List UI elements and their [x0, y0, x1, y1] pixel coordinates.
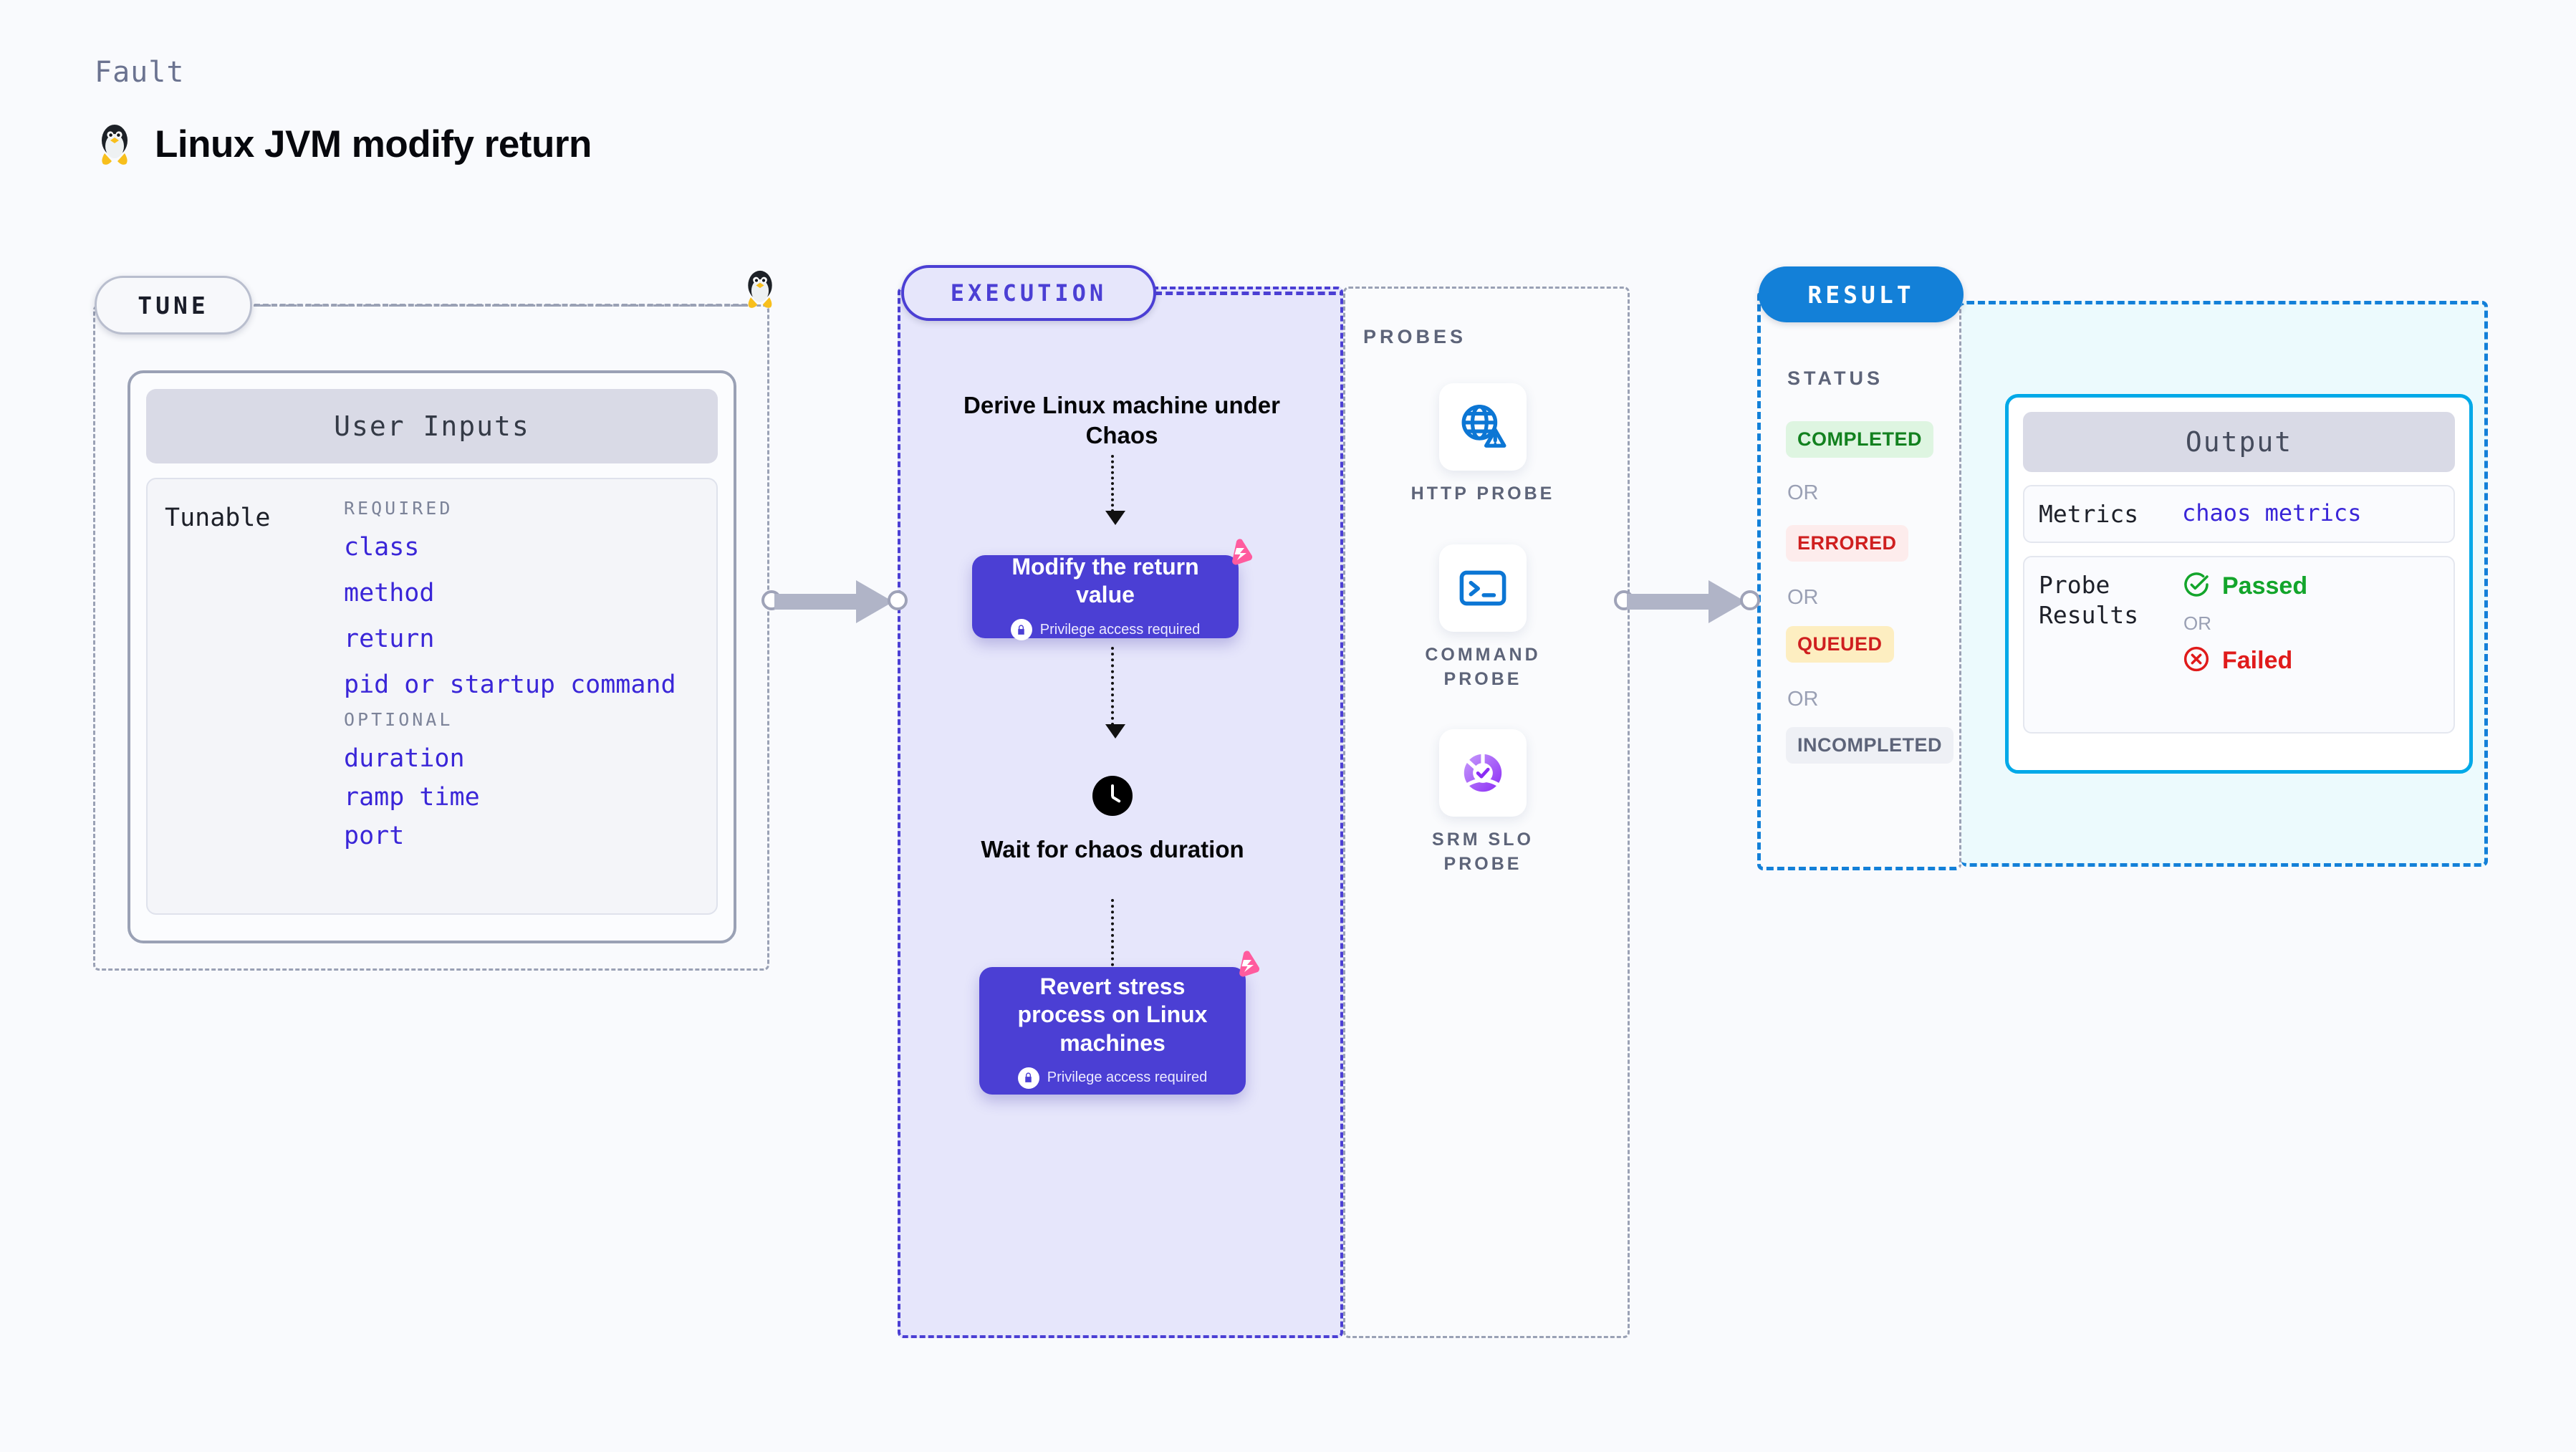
privilege-note-text: Privilege access required: [1039, 621, 1201, 638]
tunable-item-return[interactable]: return: [344, 625, 435, 653]
status-badge-queued: QUEUED: [1786, 626, 1894, 663]
connector-arrowhead: [856, 580, 893, 623]
tunable-item-duration[interactable]: duration: [344, 744, 465, 773]
x-circle-icon: [2182, 645, 2211, 677]
privilege-note: Privilege access required: [1010, 619, 1201, 641]
fault-kicker: Fault: [95, 56, 185, 89]
tunable-item-method[interactable]: method: [344, 579, 435, 607]
privilege-note-text: Privilege access required: [1047, 1069, 1208, 1086]
harness-pink-icon: [1223, 537, 1256, 573]
probe-label: COMMAND PROBE: [1425, 645, 1541, 689]
execution-wait-title: Wait for chaos duration: [981, 836, 1244, 862]
harness-pink-icon: [1230, 948, 1263, 985]
execution-action-modify-return-value[interactable]: Modify the return value Privilege access…: [972, 539, 1253, 641]
tunable-item-pid-or-startup-command[interactable]: pid or startup command: [344, 670, 676, 699]
connector-end-dot: [888, 590, 908, 610]
result-pill-label: RESULT: [1807, 280, 1915, 309]
connector-shaft: [774, 594, 860, 610]
lock-icon: [1017, 1067, 1039, 1089]
user-inputs-title: User Inputs: [146, 389, 718, 463]
execution-step-derive-title: Derive Linux machine under Chaos: [963, 392, 1280, 449]
connector-shaft: [1627, 594, 1713, 610]
status-badge-completed: COMPLETED: [1786, 421, 1934, 458]
status-or-2: OR: [1787, 586, 1819, 609]
probe-command[interactable]: COMMAND PROBE: [1397, 544, 1569, 692]
globe-alert-icon: [1439, 383, 1527, 471]
probes-section-label: PROBES: [1363, 326, 1467, 347]
page-title: Linux JVM modify return: [95, 120, 592, 168]
execution-guide-line: [1155, 292, 1347, 295]
tunable-list: REQUIRED class method return pid or star…: [344, 498, 709, 913]
status-or-3: OR: [1787, 688, 1819, 711]
probe-http[interactable]: HTTP PROBE: [1397, 383, 1569, 506]
probe-results-values: Passed OR Failed: [2182, 570, 2307, 719]
tune-pill-label: TUNE: [138, 291, 209, 319]
connector-execution-to-result: [1614, 573, 1768, 630]
passed-label: Passed: [2222, 572, 2308, 600]
tunable-item-ramp-time[interactable]: ramp time: [344, 783, 480, 812]
required-group-heading: REQUIRED: [344, 498, 453, 519]
optional-group-heading: OPTIONAL: [344, 709, 453, 730]
connector-arrowhead: [1708, 580, 1746, 623]
metrics-value[interactable]: chaos metrics: [2182, 499, 2362, 527]
tune-guide-line: [254, 304, 756, 307]
user-inputs-card: User Inputs Tunable REQUIRED class metho…: [128, 370, 736, 943]
status-label: STATUS: [1787, 367, 1883, 389]
linux-tux-icon-marker: [741, 266, 779, 314]
probe-label: SRM SLO PROBE: [1432, 830, 1534, 874]
probe-srm-slo[interactable]: SRM SLO PROBE: [1397, 729, 1569, 877]
result-stage-pill[interactable]: RESULT: [1759, 266, 1964, 322]
failed-label: Failed: [2222, 647, 2293, 675]
status-or-1: OR: [1787, 481, 1819, 504]
flow-arrow-2: [1105, 647, 1125, 739]
execution-stage-pill[interactable]: EXECUTION: [901, 265, 1156, 321]
terminal-icon: [1439, 544, 1527, 632]
tunable-panel: Tunable REQUIRED class method return pid…: [146, 478, 718, 915]
clock-icon: [1092, 776, 1133, 816]
execution-pill-label: EXECUTION: [950, 279, 1107, 307]
linux-tux-icon: [95, 120, 135, 168]
execution-action-revert-stress[interactable]: Revert stress process on Linux machines …: [979, 951, 1260, 1095]
check-circle-icon: [2182, 570, 2211, 602]
status-badge-incompleted: INCOMPLETED: [1786, 727, 1954, 764]
result-section: [1757, 290, 1961, 870]
tunable-item-port[interactable]: port: [344, 822, 405, 850]
probe-results-key: Probe Results: [2039, 571, 2139, 629]
tune-stage-pill[interactable]: TUNE: [95, 276, 252, 335]
action-title: Modify the return value: [1011, 553, 1199, 607]
slo-check-icon: [1439, 729, 1527, 817]
output-row-metrics: Metrics chaos metrics: [2023, 485, 2455, 544]
flow-arrow-3: [1105, 899, 1125, 991]
action-title: Revert stress process on Linux machines: [1017, 973, 1208, 1056]
tunable-label: Tunable: [165, 504, 271, 532]
output-card-title: Output: [2023, 412, 2455, 472]
output-card: Output Metrics chaos metrics Probe Resul…: [2005, 394, 2473, 774]
page-title-text: Linux JVM modify return: [155, 122, 592, 165]
probe-result-failed: Failed: [2182, 645, 2307, 677]
tunable-item-class[interactable]: class: [344, 533, 420, 562]
status-badge-errored: ERRORED: [1786, 525, 1908, 562]
probe-result-passed: Passed: [2182, 570, 2307, 602]
output-row-probe-results: Probe Results Passed OR: [2023, 556, 2455, 734]
probe-result-or: OR: [2183, 612, 2211, 635]
flow-arrow-1: [1105, 455, 1125, 525]
probe-label: HTTP PROBE: [1410, 484, 1555, 504]
lock-icon: [1010, 619, 1032, 641]
privilege-note: Privilege access required: [1017, 1067, 1208, 1089]
connector-tune-to-execution: [761, 573, 912, 630]
metrics-key: Metrics: [2039, 500, 2139, 528]
connector-end-dot: [1740, 590, 1760, 610]
